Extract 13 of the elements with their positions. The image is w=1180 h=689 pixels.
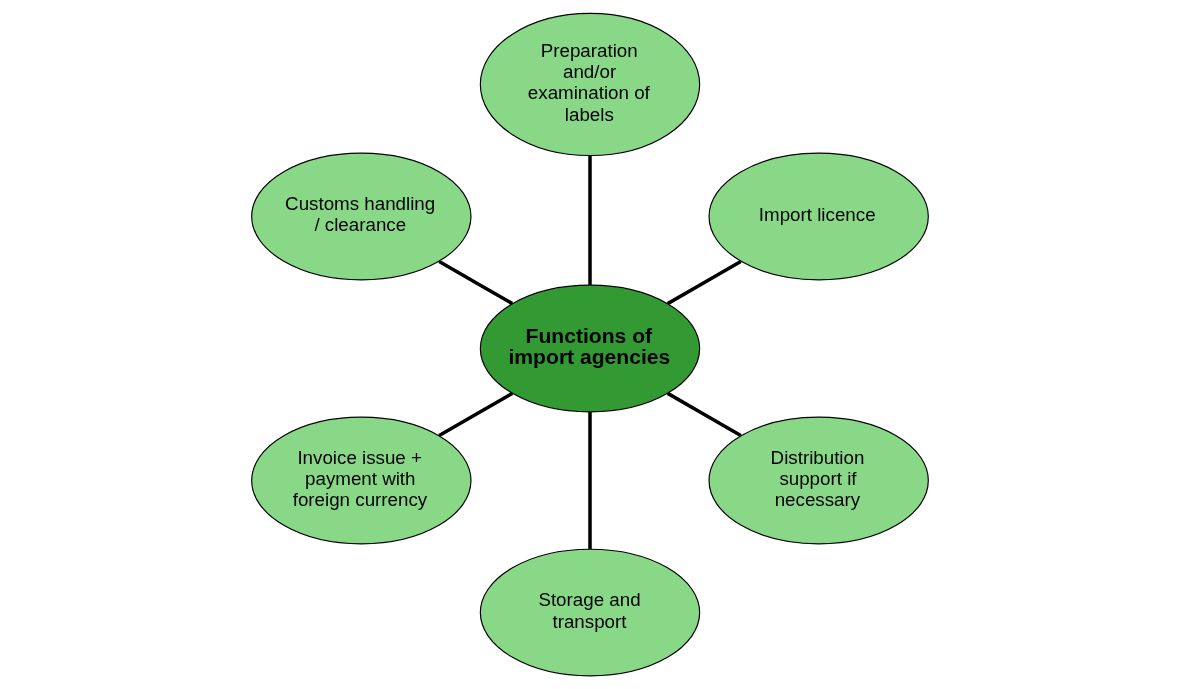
connector	[666, 391, 742, 438]
node-ellipse: Import licence	[708, 152, 929, 281]
node-ellipse: Invoice issue + payment with foreign currency	[251, 416, 472, 545]
connector	[588, 412, 592, 550]
node-ellipse: Storage and transport	[479, 548, 701, 677]
connector	[666, 259, 742, 306]
connector	[588, 155, 592, 285]
node-ellipse: Preparation and/or examination of labels	[479, 12, 701, 157]
node-ellipse: Functions of import agencies	[479, 284, 701, 413]
node-ellipse: Customs handling / clearance	[251, 152, 472, 281]
connector	[438, 259, 514, 306]
connector	[438, 391, 514, 438]
node-ellipse: Distribution support if necessary	[708, 416, 929, 545]
